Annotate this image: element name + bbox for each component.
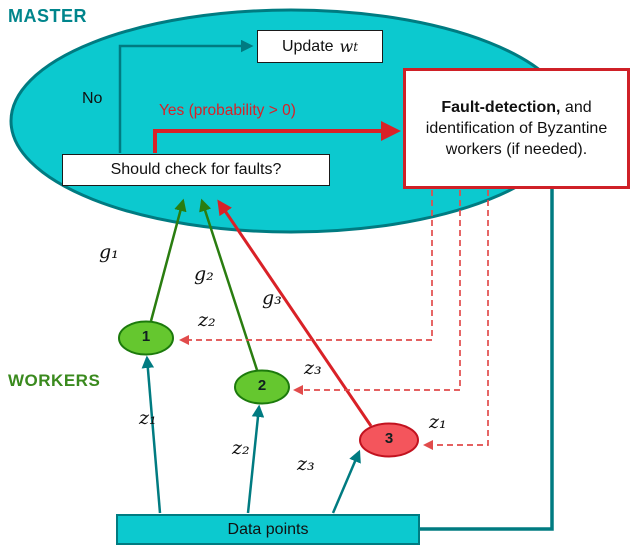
z3-data-label: z₃ — [297, 453, 315, 475]
fault-detection-bold-text: Fault-detection, — [441, 98, 561, 116]
z1-data-arrow — [141, 355, 162, 514]
g1-label: g₁ — [99, 241, 119, 263]
z1-feedback-label: z₁ — [429, 411, 447, 433]
feedback-dashed-arrow-worker3 — [422, 190, 489, 451]
fault-detection-box: Fault-detection, and identification of B… — [403, 68, 630, 189]
worker2-ellipse — [234, 369, 290, 405]
g2-arrow — [199, 198, 259, 371]
should-check-box: Should check for faults? — [62, 154, 330, 186]
z1-data-label: z₁ — [139, 407, 157, 429]
z2-feedback-label: z₂ — [198, 309, 216, 331]
no-branch-label: No — [82, 90, 103, 107]
master-section-label: MASTER — [8, 6, 87, 26]
worker3-label: 3 — [384, 430, 394, 447]
data-to-master-arrow — [420, 168, 561, 531]
g3-arrow — [217, 199, 373, 427]
worker3-ellipse — [359, 422, 419, 458]
fault-detection-text: Fault-detection, and identification of B… — [418, 97, 615, 160]
yes-arrow — [153, 121, 401, 153]
fault-detection-rest-text: and identification of Byzantine workers … — [425, 98, 608, 159]
workers-section-label: WORKERS — [8, 371, 101, 390]
weight-superscript: t — [353, 39, 359, 54]
yes-branch-label: Yes (probability > 0) — [159, 102, 296, 119]
z3-data-arrow — [331, 449, 361, 514]
no-arrow — [118, 39, 254, 153]
worker1-label: 1 — [141, 328, 151, 345]
z2-data-label: z₂ — [232, 437, 250, 459]
g2-label: g₂ — [194, 263, 214, 285]
feedback-dashed-arrow-worker1 — [178, 190, 433, 346]
data-points-box: Data points — [116, 514, 420, 545]
z2-data-arrow — [246, 404, 265, 514]
worker1-ellipse — [118, 320, 174, 356]
worker2-label: 2 — [257, 377, 267, 394]
g3-label: g₃ — [262, 287, 282, 309]
g1-arrow — [149, 198, 187, 322]
update-label-text: Update — [281, 37, 334, 55]
weight-variable: w — [339, 37, 354, 56]
feedback-dashed-arrow-worker2 — [292, 190, 461, 396]
z3-feedback-label: z₃ — [304, 357, 322, 379]
